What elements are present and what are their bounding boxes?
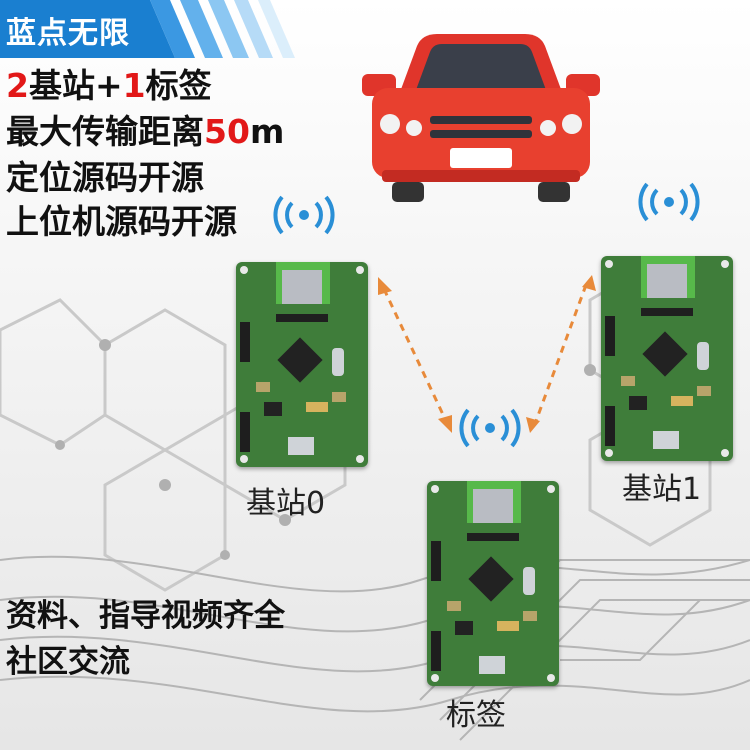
- feature-line-3: 定位源码开源: [6, 158, 204, 197]
- feature-line-1: 2基站+1标签: [6, 66, 212, 105]
- feature-line-2: 最大传输距离50m: [6, 112, 285, 151]
- feature-line-4: 上位机源码开源: [6, 202, 237, 241]
- brand-title: 蓝点无限: [6, 16, 130, 51]
- docs-video-text: 资料、指导视频齐全: [6, 598, 285, 634]
- wifi-signal-icon: [273, 195, 335, 235]
- tag-board: [427, 481, 559, 686]
- base-station-1-label: 基站1: [622, 472, 702, 507]
- bidirectional-arrow-icon: [378, 275, 596, 433]
- wifi-signal-icon: [638, 182, 700, 222]
- wifi-signal-icon: [459, 408, 521, 448]
- community-text: 社区交流: [6, 644, 130, 680]
- tag-label: 标签: [446, 698, 506, 733]
- base-station-0-board: [236, 262, 368, 467]
- car-icon: [362, 34, 600, 202]
- base-station-0-label: 基站0: [246, 486, 326, 521]
- base-station-1-board: [601, 256, 733, 461]
- brand-banner: [0, 0, 295, 58]
